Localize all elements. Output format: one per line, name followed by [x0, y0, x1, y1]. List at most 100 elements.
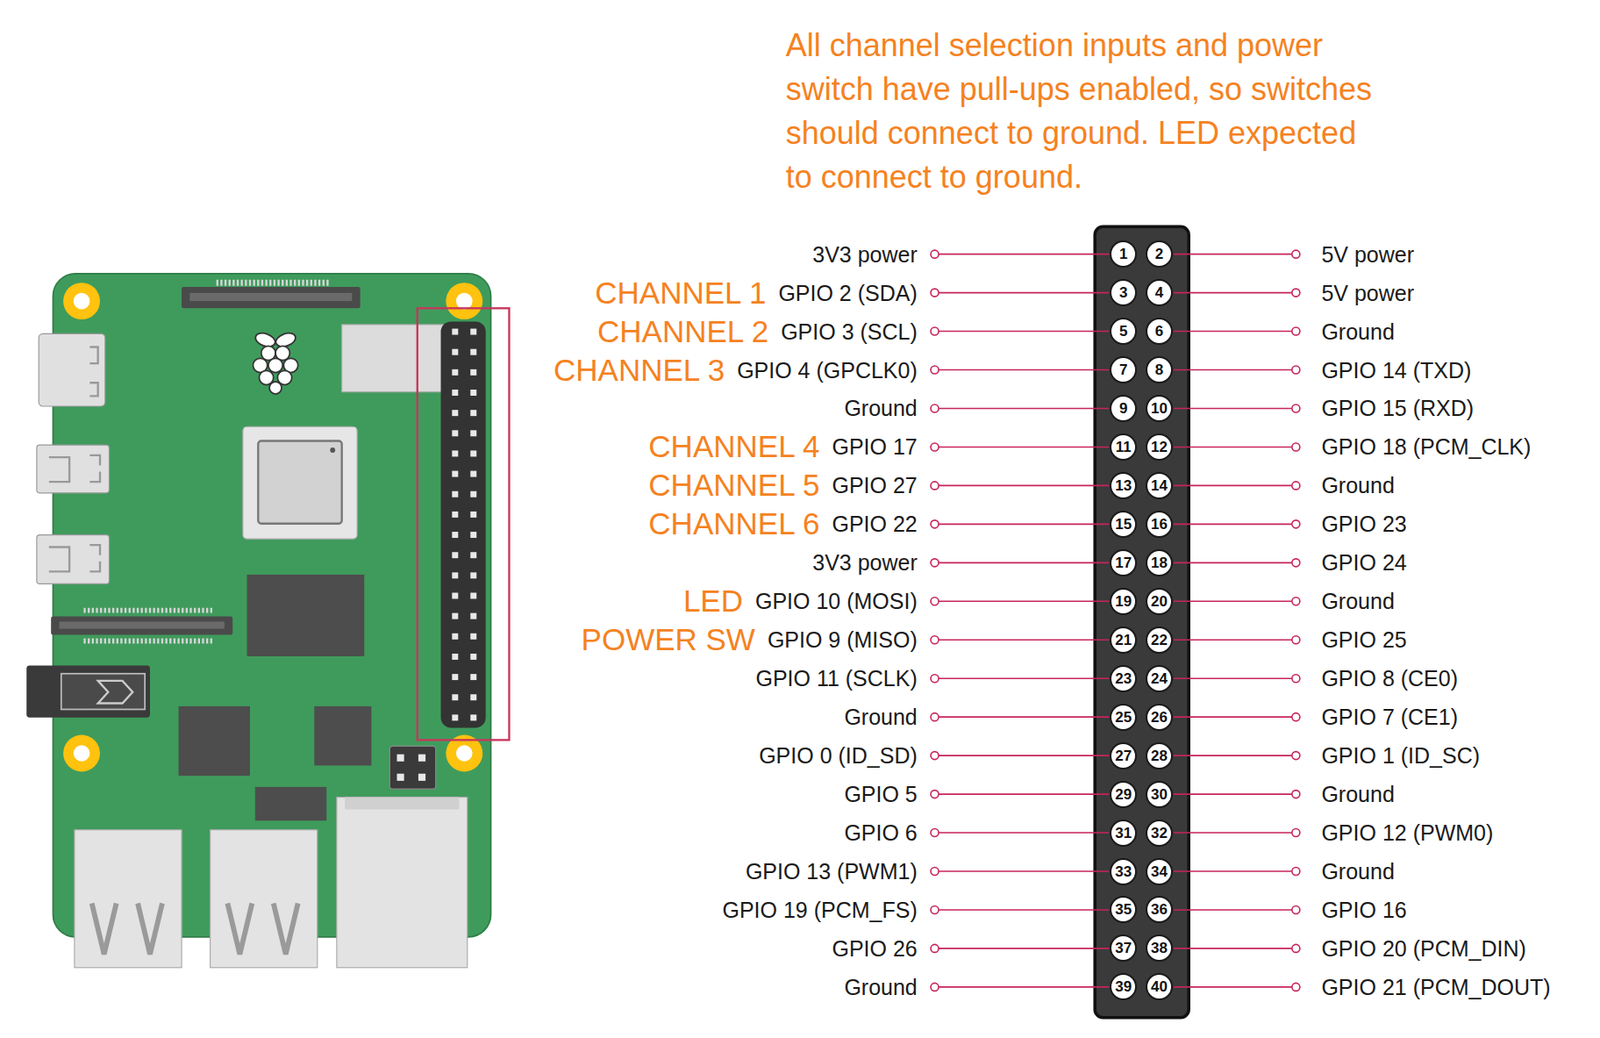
- header-pin: [451, 693, 458, 700]
- pin-number: 3: [1119, 285, 1128, 300]
- logo-berry: [269, 381, 282, 394]
- pin-name: Ground: [1321, 587, 1394, 615]
- channel-tag: CHANNEL 1: [594, 274, 766, 312]
- pin-name: GPIO 8 (CE0): [1321, 664, 1458, 692]
- pin-circle: 29: [1109, 780, 1137, 808]
- header-pin: [451, 511, 458, 518]
- header-pin: [470, 592, 477, 600]
- header-pin: [470, 409, 477, 416]
- header-pin: [451, 389, 458, 396]
- leader-dot: [930, 481, 939, 490]
- audio-jack-body: [61, 673, 145, 710]
- pin-number: 22: [1150, 632, 1168, 648]
- pin-number: 35: [1114, 901, 1132, 917]
- pin-circle: 6: [1145, 317, 1173, 345]
- leader-line: [938, 446, 1109, 449]
- leader-dot: [930, 713, 939, 722]
- port-detail: [89, 347, 98, 397]
- header-pin: [451, 429, 458, 436]
- leader-line: [1173, 292, 1293, 294]
- leader-dot: [1292, 867, 1300, 876]
- leader-line: [938, 947, 1109, 950]
- pin-number: 17: [1114, 555, 1132, 571]
- chip: [314, 706, 372, 765]
- leader-line: [1173, 677, 1293, 679]
- pin-circle: 36: [1145, 895, 1173, 923]
- leader-line: [1173, 253, 1293, 256]
- pin-number: 21: [1114, 632, 1132, 648]
- leader-line: [938, 485, 1109, 487]
- leader-dot: [1292, 327, 1300, 336]
- pin-name: GPIO 26: [832, 935, 918, 962]
- leader-line: [938, 715, 1109, 718]
- leader-dot: [1292, 365, 1300, 374]
- pin-circle: 3: [1109, 278, 1137, 307]
- header-pin: [451, 613, 458, 620]
- leader-dot: [930, 520, 939, 529]
- header-pin: [451, 653, 458, 660]
- leader-dot: [930, 828, 939, 837]
- pin-circle: 4: [1145, 278, 1173, 307]
- leader-line: [938, 523, 1109, 526]
- leader-dot: [930, 867, 939, 876]
- pin-number: 2: [1155, 246, 1164, 262]
- leader-line: [1173, 870, 1293, 872]
- wireless-module: [342, 324, 444, 393]
- mount-hole-center: [73, 292, 91, 310]
- header-pin: [451, 328, 458, 336]
- leader-dot: [930, 404, 939, 413]
- pin-name: GPIO 14 (TXD): [1321, 357, 1472, 384]
- header-pin: [470, 571, 477, 579]
- pin-circle: 10: [1145, 394, 1173, 422]
- leader-line: [1173, 908, 1293, 911]
- header-pin: [470, 429, 477, 436]
- leader-line: [938, 677, 1109, 679]
- mount-hole: [63, 282, 100, 320]
- pin-circle: 33: [1109, 857, 1137, 886]
- header-pin: [470, 531, 477, 538]
- display-connector: [50, 616, 233, 636]
- pin-number: 9: [1119, 400, 1128, 416]
- pin-circle: 17: [1109, 549, 1137, 577]
- header-pin: [470, 450, 477, 457]
- audio-jack: [26, 664, 150, 717]
- soc-package: [242, 426, 358, 539]
- pin-number: 30: [1150, 786, 1168, 802]
- leader-line: [938, 985, 1109, 988]
- logo-berry: [268, 357, 283, 372]
- leader-line: [938, 407, 1109, 410]
- leader-line: [1173, 369, 1293, 372]
- header-pin: [418, 773, 426, 781]
- pin-circle: 18: [1145, 549, 1173, 577]
- note-text: All channel selection inputs and power s…: [785, 23, 1383, 200]
- gpio-header-board: [441, 321, 486, 728]
- leader-line: [938, 908, 1109, 911]
- usb-port: [74, 829, 182, 968]
- pin-circle: 5: [1109, 317, 1137, 345]
- leader-line: [938, 792, 1109, 795]
- header-pin: [418, 754, 426, 762]
- pin-circle: 22: [1145, 626, 1173, 654]
- pin-name: GPIO 17: [832, 433, 918, 460]
- pin-number: 33: [1114, 864, 1132, 879]
- pin-circle: 27: [1109, 742, 1137, 770]
- mount-hole: [63, 735, 100, 772]
- mount-hole: [445, 282, 483, 320]
- channel-tag: CHANNEL 3: [553, 351, 725, 389]
- leader-line: [1173, 562, 1293, 565]
- pin-name: GPIO 13 (PWM1): [745, 857, 918, 885]
- pin-number: 34: [1150, 864, 1168, 879]
- leader-dot: [1292, 674, 1300, 683]
- header-pin: [470, 389, 477, 396]
- leader-line: [938, 600, 1109, 602]
- pin-circle: 40: [1145, 972, 1173, 1000]
- pin-circle: 7: [1109, 356, 1137, 384]
- pin-name: 5V power: [1321, 279, 1415, 307]
- leader-line: [1173, 638, 1293, 641]
- leader-dot: [1292, 905, 1300, 914]
- header-pin: [470, 328, 477, 336]
- leader-dot: [930, 635, 939, 644]
- pin-name: GPIO 18 (PCM_CLK): [1321, 433, 1531, 460]
- header-pin: [451, 673, 458, 680]
